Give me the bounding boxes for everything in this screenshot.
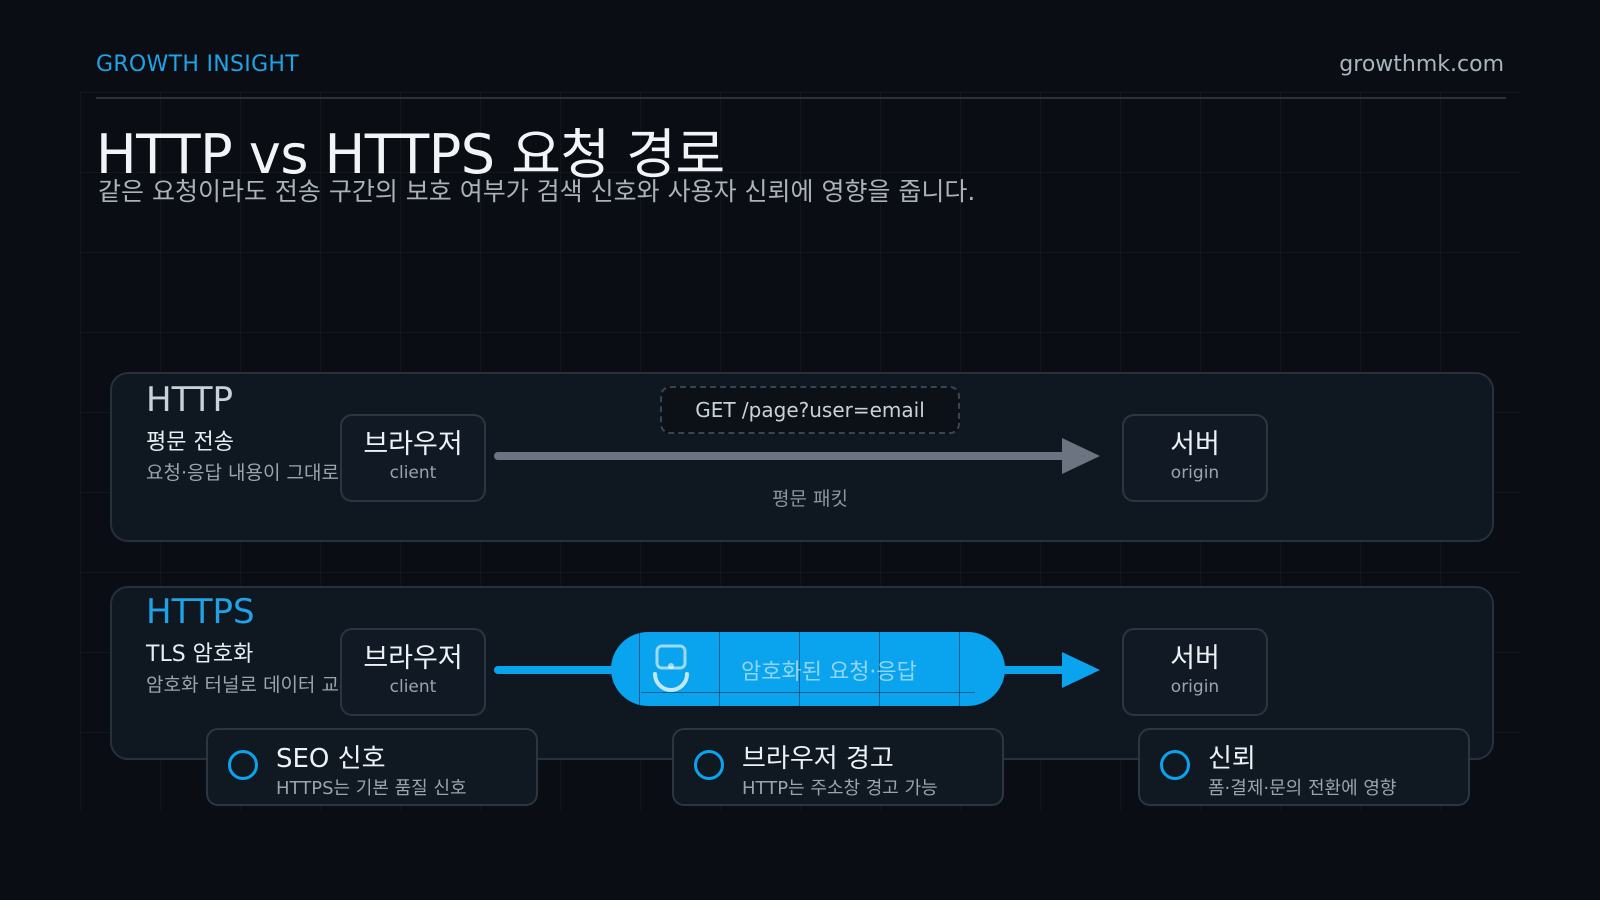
card-title: 브라우저 경고 [742, 744, 894, 774]
https-server-node: 서버 origin [1122, 628, 1268, 716]
http-request-label: GET /page?user=email [660, 386, 960, 434]
card-description: HTTP는 주소창 경고 가능 [742, 778, 938, 799]
card-browser-warning: 브라우저 경고 HTTP는 주소창 경고 가능 [672, 728, 1004, 806]
https-client-name: 브라우저 [363, 643, 463, 674]
card-description: 폼·결제·문의 전환에 영향 [1208, 778, 1397, 799]
http-lane-title: HTTP [146, 380, 234, 420]
card-description: HTTPS는 기본 품질 신호 [276, 778, 467, 799]
http-server-role: origin [1170, 463, 1220, 483]
card-title: SEO 신호 [276, 744, 386, 774]
lock-icon [653, 644, 689, 692]
http-lane-description: 요청·응답 내용이 그대로 노출 [146, 462, 380, 484]
card-seo-signal: SEO 신호 HTTPS는 기본 품질 신호 [206, 728, 538, 806]
ring-icon [228, 750, 258, 780]
page-subtitle: 같은 요청이라도 전송 구간의 보호 여부가 검색 신호와 사용자 신뢰에 영향… [98, 177, 976, 206]
http-lane-subtitle: 평문 전송 [146, 430, 234, 455]
https-client-role: client [389, 677, 437, 697]
card-trust: 신뢰 폼·결제·문의 전환에 영향 [1138, 728, 1470, 806]
tunnel-label: 암호화된 요청·응답 [741, 660, 917, 685]
http-server-name: 서버 [1170, 429, 1220, 460]
http-arrow-caption: 평문 패킷 [772, 488, 848, 510]
https-server-name: 서버 [1170, 643, 1220, 674]
page-title: HTTP vs HTTPS 요청 경로 [96, 123, 725, 186]
https-server-role: origin [1170, 677, 1220, 697]
ring-icon [1160, 750, 1190, 780]
http-client-role: client [389, 463, 437, 483]
http-server-node: 서버 origin [1122, 414, 1268, 502]
header-divider [96, 97, 1506, 99]
https-client-node: 브라우저 client [340, 628, 486, 716]
https-lane-description: 암호화 터널로 데이터 교환 [146, 674, 357, 696]
ring-icon [694, 750, 724, 780]
http-client-name: 브라우저 [363, 429, 463, 460]
encrypted-tunnel: 암호화된 요청·응답 [611, 632, 1005, 706]
https-lane-subtitle: TLS 암호화 [146, 642, 254, 667]
https-lane-title: HTTPS [146, 592, 255, 632]
brand-label: GROWTH INSIGHT [96, 52, 300, 77]
site-url: growthmk.com [1339, 52, 1504, 77]
https-arrow-head [1062, 652, 1100, 688]
card-title: 신뢰 [1208, 744, 1256, 774]
http-client-node: 브라우저 client [340, 414, 486, 502]
http-arrow-head [1062, 438, 1100, 474]
